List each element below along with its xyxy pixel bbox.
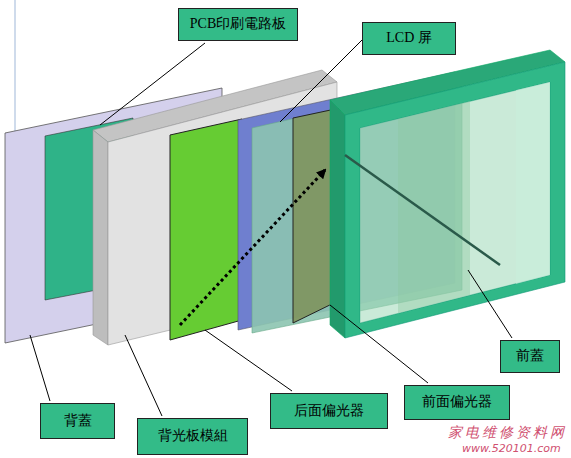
window-band (398, 101, 470, 313)
part-name: 背蓋 (64, 413, 92, 430)
part-name: PCB印刷電路板 (190, 16, 286, 33)
reflection-line (345, 155, 500, 265)
leader-line (125, 335, 162, 416)
leader-line (468, 270, 512, 338)
part-name: LCD 屏 (386, 30, 432, 47)
backlight-side (93, 130, 108, 345)
leader-line (280, 40, 362, 122)
leader-line (205, 330, 292, 391)
callout-box: 背光板模組 (137, 418, 248, 455)
callout-box: LCD 屏 (362, 22, 456, 55)
leader-line (30, 335, 50, 401)
leader-line (100, 43, 205, 125)
window-band (516, 82, 550, 284)
front-cover-frame (345, 62, 565, 338)
watermark: 家电维修资料网 (448, 424, 567, 442)
part-name: 背光板模組 (158, 428, 228, 445)
part-name: 后面偏光器 (294, 403, 364, 420)
part-name: 前面偏光器 (422, 394, 492, 411)
front-cover-window (360, 82, 550, 323)
rear-polarizer (170, 119, 242, 340)
callout-box: 前面偏光器 (404, 385, 510, 420)
leader-line (330, 305, 428, 383)
callout-box: PCB印刷電路板 (178, 8, 298, 41)
callout-box: 后面偏光器 (270, 393, 388, 429)
front-cover-side (330, 100, 345, 338)
watermark: www.520101.com (462, 442, 561, 455)
edge-line (15, 0, 16, 140)
part-name: 前蓋 (516, 348, 544, 365)
callout-box: 背蓋 (40, 403, 115, 439)
light-arrow (180, 170, 325, 325)
callout-box: 前蓋 (500, 340, 560, 373)
